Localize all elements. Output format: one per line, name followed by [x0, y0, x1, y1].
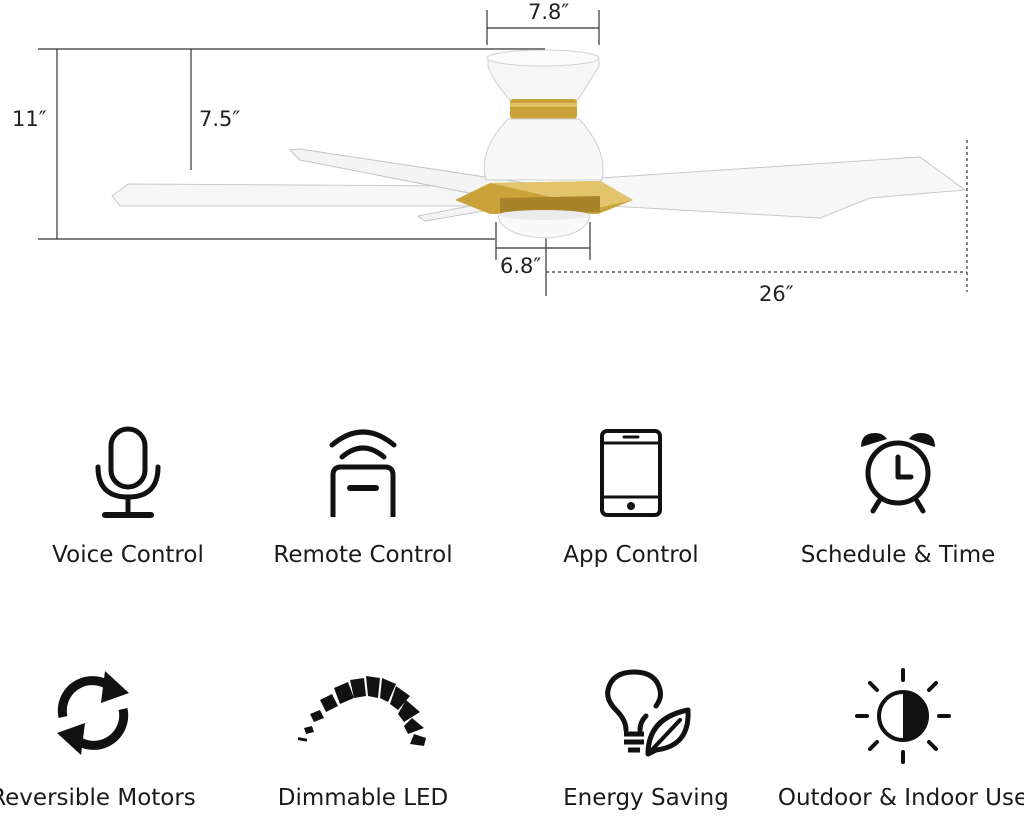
half-sun-icon [855, 668, 951, 764]
fan-canopy [455, 49, 633, 239]
total-height-label: 11″ [12, 107, 47, 131]
feature-label: App Control [563, 542, 699, 568]
feature-label: Energy Saving [563, 785, 729, 811]
reverse-arrows-icon [57, 671, 129, 755]
smartphone-icon [600, 429, 662, 517]
feature-label: Voice Control [52, 542, 204, 568]
feature-voice-control: Voice Control [0, 425, 256, 568]
remote-control-icon [329, 429, 397, 517]
feature-label: Reversible Motors [0, 785, 196, 811]
feature-app-control: App Control [503, 425, 759, 568]
feature-energy-saving: Energy Saving [518, 668, 774, 811]
feature-label: Remote Control [273, 542, 453, 568]
fan-height-label: 7.5″ [199, 107, 241, 131]
feature-outdoor-indoor: Outdoor & Indoor Use [775, 666, 1024, 811]
feature-schedule-time: Schedule & Time [770, 425, 1024, 568]
fan-blades [111, 148, 967, 222]
feature-reversible-motors: Reversible Motors [0, 663, 221, 811]
top-width-label: 7.8″ [528, 0, 570, 24]
ceiling-fan-illustration [38, 10, 968, 296]
microphone-icon [95, 426, 161, 518]
dimension-lines [38, 10, 968, 296]
fan-dimension-diagram: 7.8″ 11″ 7.5″ 6.8″ 26″ [0, 0, 1024, 310]
alarm-clock-icon [861, 433, 935, 514]
bulb-leaf-icon [605, 669, 691, 757]
feature-label: Schedule & Time [800, 542, 996, 568]
feature-remote-control: Remote Control [235, 425, 491, 568]
feature-label: Dimmable LED [277, 785, 449, 811]
feature-label: Outdoor & Indoor Use [777, 785, 1024, 811]
blade-length-label: 26″ [759, 282, 794, 306]
light-width-label: 6.8″ [500, 254, 542, 278]
feature-dimmable-led: Dimmable LED [235, 670, 491, 811]
dimmer-fan-icon [298, 676, 426, 746]
